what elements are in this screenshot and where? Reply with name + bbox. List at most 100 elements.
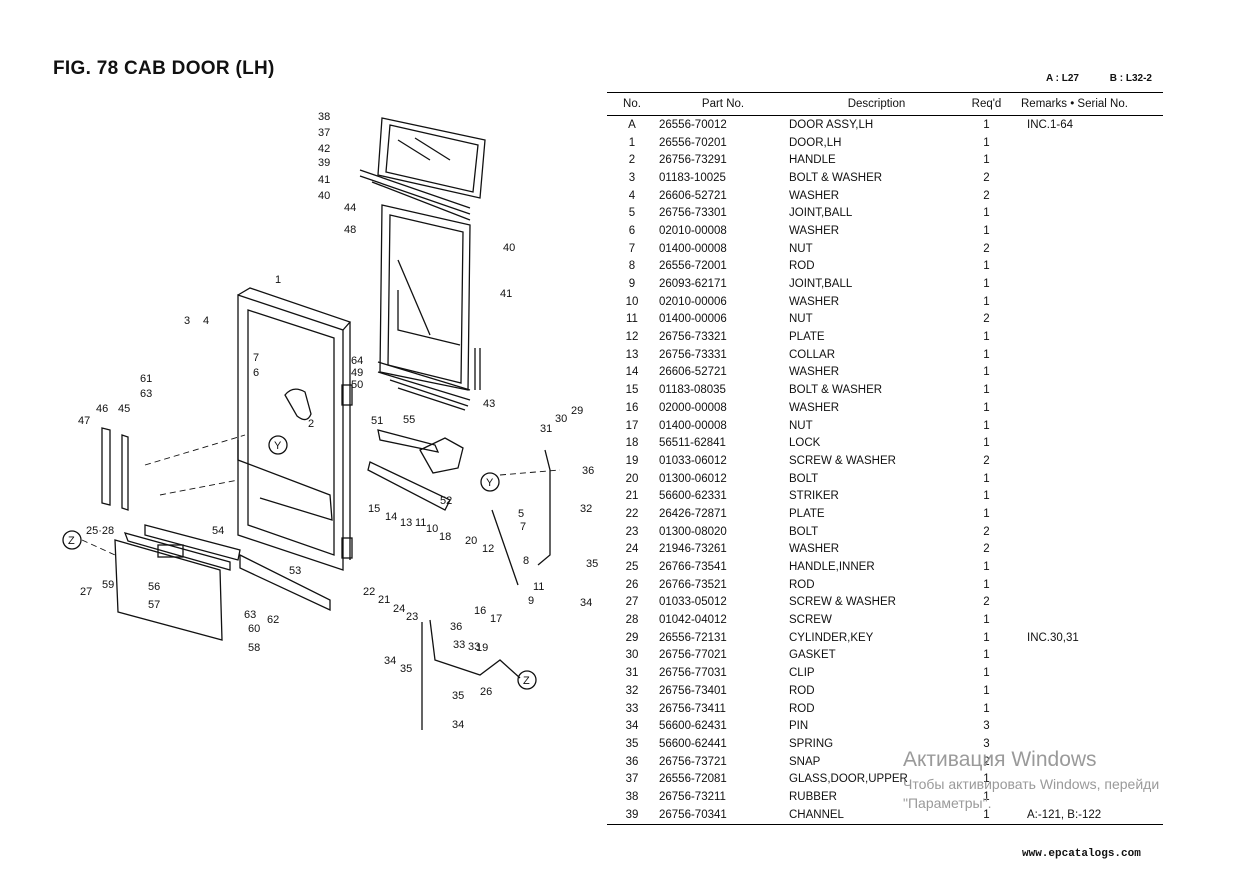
row-remarks xyxy=(1009,594,1163,612)
row-reqd: 1 xyxy=(983,118,990,131)
row-description: SCREW & WASHER xyxy=(789,454,896,467)
callout-34b: 34 xyxy=(452,719,464,731)
row-remarks xyxy=(1009,717,1163,735)
row-no: 30 xyxy=(625,649,639,662)
row-part-no: 26606-52721 xyxy=(659,366,727,379)
row-no: 9 xyxy=(628,278,636,291)
callout-43: 43 xyxy=(483,398,495,410)
row-reqd: 2 xyxy=(983,543,990,556)
col-remarks: Remarks • Serial No. xyxy=(1009,92,1163,116)
callout-9: 9 xyxy=(528,595,534,607)
row-reqd: 1 xyxy=(983,631,990,644)
callout-61: 61 xyxy=(140,373,152,385)
row-part-no: 01042-04012 xyxy=(659,614,727,627)
row-description: BOLT & WASHER xyxy=(789,384,883,397)
row-no: 36 xyxy=(625,755,639,768)
row-reqd: 1 xyxy=(983,437,990,450)
row-description: NUT xyxy=(789,419,813,432)
row-part-no: 26426-72871 xyxy=(659,507,727,520)
row-description: JOINT,BALL xyxy=(789,207,853,220)
row-reqd: 2 xyxy=(983,171,990,184)
row-no: 35 xyxy=(625,737,639,750)
callout-22: 22 xyxy=(363,586,375,598)
row-remarks xyxy=(1009,558,1163,576)
website-footer: www.epcatalogs.com xyxy=(1022,848,1141,860)
callout-51: 51 xyxy=(371,415,383,427)
row-remarks xyxy=(1009,258,1163,276)
row-no: 29 xyxy=(625,631,639,644)
row-part-no: 26606-52721 xyxy=(659,189,727,202)
row-description: DOOR,LH xyxy=(789,136,842,149)
callout-62: 62 xyxy=(267,614,279,626)
row-part-no: 26556-70201 xyxy=(659,136,727,149)
row-remarks: INC.1-64 xyxy=(1027,118,1074,131)
row-part-no: 26756-73721 xyxy=(659,755,727,768)
row-reqd: 1 xyxy=(983,154,990,167)
windows-activation-watermark: Активация Windows Чтобы активировать Win… xyxy=(903,748,1159,811)
row-part-no: 01183-08035 xyxy=(659,384,726,397)
row-part-no: 56600-62431 xyxy=(659,720,727,733)
row-no: 15 xyxy=(625,384,639,397)
row-description: WASHER xyxy=(789,543,840,556)
row-reqd: 1 xyxy=(983,224,990,237)
row-part-no: 26556-72001 xyxy=(659,260,727,273)
row-part-no: 26556-70012 xyxy=(659,118,727,131)
row-no: 14 xyxy=(625,366,639,379)
row-reqd: 1 xyxy=(983,684,990,697)
callout-58: 58 xyxy=(248,642,260,654)
row-reqd: 1 xyxy=(983,702,990,715)
row-no: 1 xyxy=(628,136,636,149)
callout-18: 18 xyxy=(439,531,451,543)
row-part-no: 26756-73411 xyxy=(659,702,726,715)
row-remarks xyxy=(1009,275,1163,293)
row-remarks xyxy=(1009,452,1163,470)
row-description: GASKET xyxy=(789,649,836,662)
col-no: No. xyxy=(607,92,657,116)
row-reqd: 1 xyxy=(983,472,990,485)
callout-24: 24 xyxy=(393,603,405,615)
row-remarks xyxy=(1009,222,1163,240)
row-part-no: 02010-00006 xyxy=(659,295,727,308)
row-remarks xyxy=(1009,399,1163,417)
watermark-line2: Чтобы активировать Windows, перейди xyxy=(903,776,1160,792)
row-reqd: 1 xyxy=(983,278,990,291)
row-remarks xyxy=(1009,328,1163,346)
callout-z-label: Z xyxy=(68,535,75,547)
row-description: HANDLE xyxy=(789,154,836,167)
callout-50: 50 xyxy=(351,379,363,391)
callout-7: 7 xyxy=(253,352,259,364)
row-reqd: 1 xyxy=(983,614,990,627)
callout-54: 54 xyxy=(212,525,224,537)
row-reqd: 1 xyxy=(983,667,990,680)
callout-ref-y xyxy=(268,435,288,455)
row-reqd: 1 xyxy=(983,295,990,308)
row-reqd: 2 xyxy=(983,596,990,609)
row-description: JOINT,BALL xyxy=(789,278,853,291)
callout-34c: 34 xyxy=(580,597,592,609)
row-reqd: 1 xyxy=(983,790,990,803)
series-b: B : L32-2 xyxy=(1109,73,1152,84)
row-remarks xyxy=(1009,151,1163,169)
row-no: 8 xyxy=(628,260,636,273)
row-reqd: 3 xyxy=(983,737,990,750)
callout-21: 21 xyxy=(378,594,390,606)
row-remarks xyxy=(1009,611,1163,629)
row-no: 23 xyxy=(625,525,639,538)
callout-35b: 35 xyxy=(452,690,464,702)
callout-15: 15 xyxy=(368,503,380,515)
row-no: 12 xyxy=(625,331,639,344)
row-description: WASHER xyxy=(789,224,840,237)
callout-6: 6 xyxy=(253,367,259,379)
callout-labels: 38 37 42 39 41 40 44 48 40 41 1 3 4 7 6 … xyxy=(68,111,598,731)
